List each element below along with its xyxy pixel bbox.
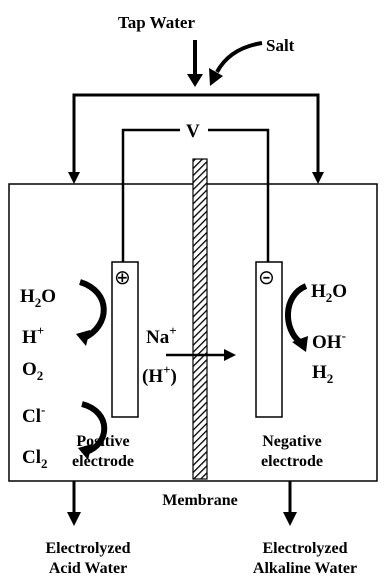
negative-symbol-icon: ⊝	[258, 265, 275, 289]
positive-electrode-label-2: electrode	[72, 453, 134, 470]
salt-arrow	[209, 41, 263, 86]
negative-electrode	[255, 261, 283, 418]
cathode-h2: H2	[312, 362, 333, 386]
membrane	[192, 158, 208, 480]
anode-h2o: H2O	[20, 286, 56, 310]
cathode-h2o: H2O	[311, 281, 347, 305]
alkaline-water-label-2: Alkaline Water	[253, 560, 357, 577]
voltage-circuit	[121, 128, 270, 262]
tap-water-label: Tap Water	[118, 13, 195, 32]
anode-arrow-water	[78, 279, 107, 341]
alkaline-water-outlet-arrow	[283, 481, 297, 526]
tap-water-arrow	[187, 40, 203, 87]
acid-water-label-1: Electrolyzed	[45, 540, 130, 557]
negative-electrode-label-2: electrode	[261, 453, 323, 470]
negative-electrode-label-1: Negative	[262, 433, 322, 450]
acid-water-label-2: Acid Water	[49, 560, 127, 577]
positive-electrode-label-1: Positive	[76, 433, 129, 450]
anode-cl2: Cl2	[22, 447, 48, 471]
salt-label: Salt	[266, 36, 295, 55]
positive-electrode	[111, 261, 139, 418]
acid-water-outlet-arrow	[67, 481, 81, 526]
water-distribution-pipe	[68, 93, 324, 184]
cathode-arrow-water	[285, 283, 308, 345]
membrane-label: Membrane	[162, 492, 238, 509]
positive-symbol-icon: ⊕	[114, 265, 131, 289]
hydrogen-ion: (H+)	[142, 362, 177, 387]
ion-migration-arrow	[166, 349, 236, 361]
anode-cl-minus: Cl-	[22, 402, 45, 427]
anode-arrow-chloride	[81, 401, 108, 455]
anode-o2: O2	[22, 359, 43, 383]
alkaline-water-label-1: Electrolyzed	[262, 540, 347, 557]
anode-h-plus: H+	[22, 323, 44, 348]
sodium-ion: Na+	[146, 323, 177, 348]
voltage-label: V	[186, 121, 200, 142]
cathode-oh-minus: OH-	[312, 328, 346, 353]
